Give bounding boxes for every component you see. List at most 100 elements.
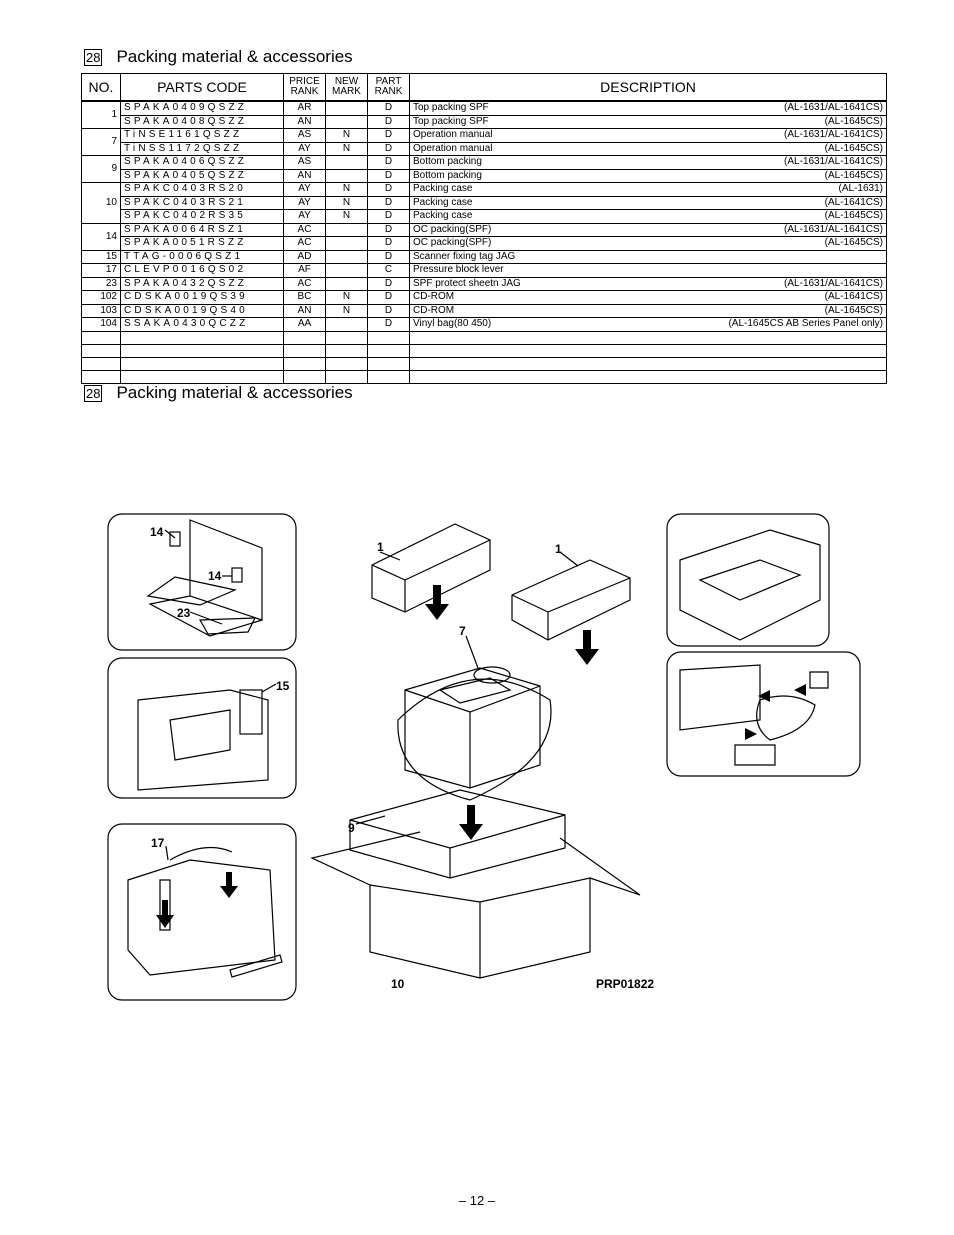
callout-label: 17	[151, 836, 165, 850]
model-applicability: (AL-1631/AL-1641CS)	[784, 223, 883, 235]
section-title: 28 Packing material & accessories	[84, 47, 353, 67]
blank-cell	[409, 369, 887, 384]
description-text: Packing case	[413, 196, 473, 208]
callout-label: 23	[177, 606, 191, 620]
description-text: Bottom packing	[413, 169, 482, 181]
copier	[404, 667, 541, 789]
header-parts-code: PARTS CODE	[120, 73, 284, 102]
callout-label: 14	[150, 525, 164, 539]
cell-part-rank: D	[367, 276, 410, 291]
cell-new-mark: N	[325, 303, 368, 318]
model-applicability: (AL-1645CS)	[824, 237, 883, 249]
detail-panel-tray	[666, 513, 830, 647]
cell-parts-code: SPAKA0432QSZZ	[120, 276, 284, 291]
model-applicability: (AL-1631)	[838, 183, 883, 195]
cell-description: SPF protect sheetn JAG (AL-1631/AL-1641CS…	[409, 276, 887, 291]
model-applicability: (AL-1641CS)	[824, 196, 883, 208]
section-title-2: 28 Packing material & accessories	[84, 383, 353, 403]
page-number: – 12 –	[458, 1193, 496, 1208]
section-number: 28	[84, 48, 103, 66]
cell-description: Scanner fixing tag JAG	[409, 249, 887, 264]
model-applicability: (AL-1645CS)	[824, 304, 883, 316]
cell-description: CD-ROM (AL-1645CS)	[409, 303, 887, 318]
model-applicability: (AL-1645CS AB Series Panel only)	[728, 318, 883, 330]
description-text: Bottom packing	[413, 156, 482, 168]
callout-label: 7	[459, 624, 466, 638]
description-text: Operation manual	[413, 129, 493, 141]
arrow-down-icon	[459, 805, 483, 840]
description-text: Packing case	[413, 210, 473, 222]
model-applicability: (AL-1641CS)	[824, 291, 883, 303]
section-number-2: 28	[84, 384, 103, 402]
description-text: Vinyl bag(80 450)	[413, 318, 492, 330]
blank-row	[81, 369, 887, 384]
bottom-packing	[349, 789, 566, 879]
description-text: CD-ROM	[413, 291, 455, 303]
description-text: Pressure block lever	[413, 264, 504, 276]
detail-panel-lever	[107, 823, 297, 1001]
top-packing-left	[371, 523, 491, 613]
description-text: Top packing SPF	[413, 115, 489, 127]
description-text: Operation manual	[413, 142, 493, 154]
section-title-text-2: Packing material & accessories	[116, 383, 353, 402]
cell-price-rank: AN	[283, 303, 326, 318]
cell-part-rank: D	[367, 100, 410, 116]
cell-description: CD-ROM (AL-1641CS)	[409, 290, 887, 305]
callout-label: 9	[348, 821, 355, 835]
cell-description: Pressure block lever	[409, 263, 887, 278]
description-text: Top packing SPF	[413, 102, 489, 114]
description-text: SPF protect sheetn JAG	[413, 277, 521, 289]
detail-panel-spf	[107, 513, 297, 651]
model-applicability: (AL-1645CS)	[824, 142, 883, 154]
model-applicability: (AL-1631/AL-1641CS)	[784, 129, 883, 141]
callout-label: 10	[391, 977, 405, 991]
callout-label: 14	[208, 569, 222, 583]
cell-parts-code: TTAG-0006QSZ1	[120, 249, 284, 264]
cell-no: 9	[81, 155, 121, 183]
description-text: OC packing(SPF)	[413, 223, 492, 235]
arrow-right-icon	[745, 728, 757, 740]
description-text: CD-ROM	[413, 304, 455, 316]
cell-parts-code: CDSKA0019QS40	[120, 303, 284, 318]
model-applicability: (AL-1631/AL-1641CS)	[784, 156, 883, 168]
model-applicability: (AL-1645CS)	[824, 210, 883, 222]
description-text: Scanner fixing tag JAG	[413, 250, 516, 262]
description-text: Packing case	[413, 183, 473, 195]
arrow-left-icon	[758, 690, 770, 702]
detail-panel-cable	[666, 651, 861, 777]
model-applicability: (AL-1631/AL-1641CS)	[784, 102, 883, 114]
figure-code: PRP01822	[596, 977, 654, 991]
model-applicability: (AL-1645CS)	[824, 169, 883, 181]
model-applicability: (AL-1631/AL-1641CS)	[784, 277, 883, 289]
callout-label: 1	[555, 542, 562, 556]
arrow-down-icon	[425, 585, 449, 620]
top-packing-right	[511, 559, 631, 641]
detail-panel-scanner-tag	[107, 657, 297, 799]
model-applicability: (AL-1645CS)	[824, 115, 883, 127]
cell-description: Top packing SPF (AL-1631/AL-1641CS)	[409, 100, 887, 116]
blank-row	[81, 356, 887, 371]
callout-label: 15	[276, 679, 290, 693]
callout-label: 1	[377, 540, 384, 554]
arrow-down-icon	[156, 900, 174, 928]
arrow-left-icon	[794, 684, 806, 696]
cell-part-rank: C	[367, 263, 410, 278]
description-text: OC packing(SPF)	[413, 237, 492, 249]
header-description: DESCRIPTION	[409, 73, 887, 102]
arrow-down-icon	[575, 630, 599, 665]
arrow-down-icon	[220, 872, 238, 898]
section-title-text: Packing material & accessories	[116, 47, 353, 66]
cell-no: 14	[81, 222, 121, 251]
